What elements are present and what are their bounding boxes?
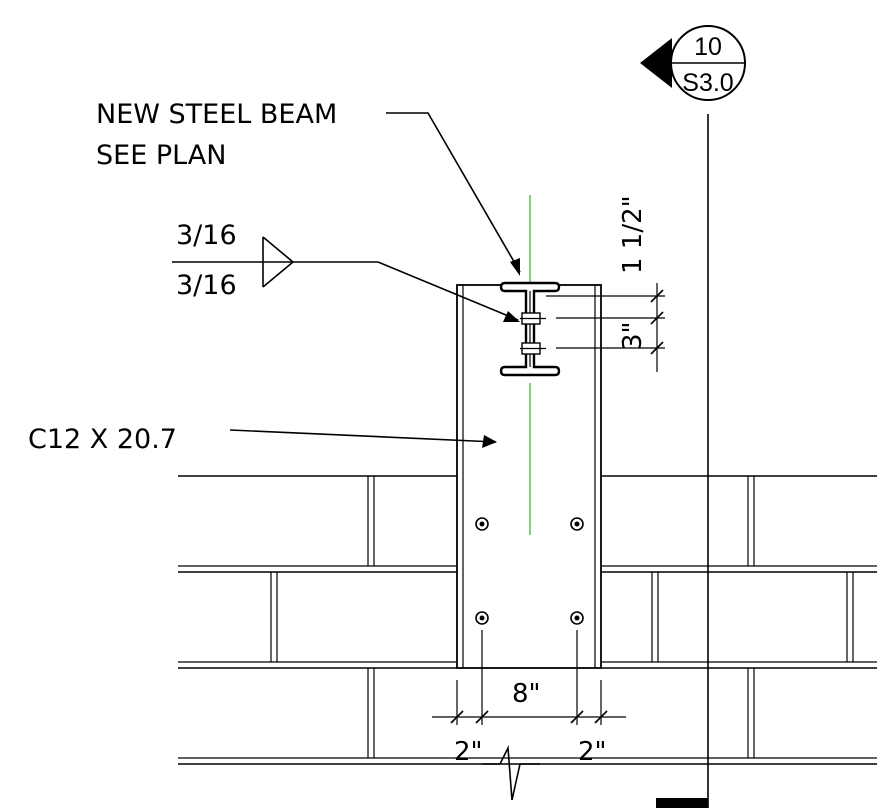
vertical-dimensions [546, 283, 665, 372]
section-sheet: S3.0 [682, 69, 733, 97]
section-marker [640, 25, 746, 101]
section-number: 10 [694, 33, 722, 61]
dim-top-spacing: 1 1/2" [618, 195, 648, 274]
dim-right-edge: 2" [578, 737, 607, 767]
weld-size-bottom: 3/16 [176, 270, 237, 301]
channel-leader [229, 429, 497, 448]
brick-wall [178, 475, 877, 765]
callout-beam-line1: NEW STEEL BEAM [96, 99, 337, 130]
steel-beam-section [499, 281, 561, 377]
anchor-bolts [475, 517, 584, 625]
horizontal-dimensions [432, 630, 626, 725]
break-line [482, 745, 540, 801]
weld-symbol [172, 236, 520, 322]
dim-bottom-width: 8" [512, 679, 541, 709]
beam-leader [386, 112, 521, 276]
callout-channel: C12 X 20.7 [28, 424, 177, 455]
weld-size-top: 3/16 [176, 220, 237, 251]
dim-bolt-spacing: 3" [618, 321, 648, 350]
section-cut-line [656, 114, 709, 808]
dim-left-edge: 2" [454, 737, 483, 767]
callout-beam-line2: SEE PLAN [96, 140, 226, 171]
